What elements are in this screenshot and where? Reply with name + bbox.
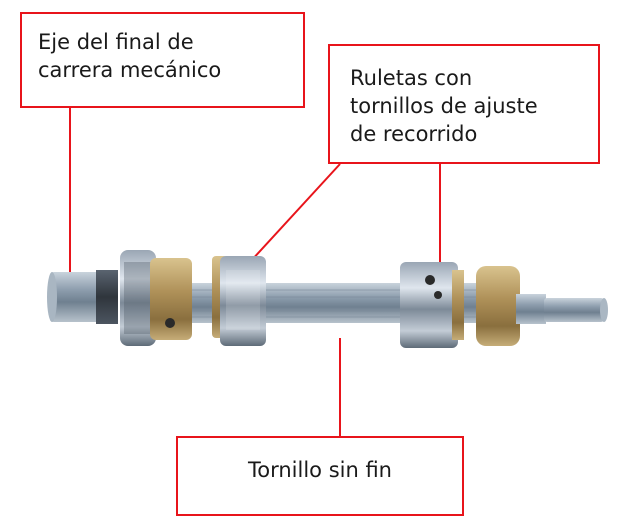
callout-ruletas: Ruletas con tornillos de ajuste de recor… — [328, 44, 600, 164]
callout-tornillo-sin-fin: Tornillo sin fin — [176, 436, 464, 516]
leader-ruletas-left — [249, 163, 341, 263]
callout-lines — [69, 108, 441, 436]
callout-ruletas-line-3: de recorrido — [350, 122, 478, 146]
callout-eje-final-carrera: Eje del final de carrera mecánico — [20, 12, 305, 108]
left-shaft-end — [47, 270, 118, 324]
callout-ruletas-line-1: Ruletas con — [350, 66, 473, 90]
left-wheel — [120, 250, 192, 346]
callout-eje-line-2: carrera mecánico — [38, 58, 222, 82]
callout-tornillo-text: Tornillo sin fin — [247, 458, 392, 482]
ruleta-right — [400, 262, 464, 348]
right-wheel — [476, 266, 520, 346]
callout-ruletas-line-2: tornillos de ajuste — [350, 94, 538, 118]
right-shaft-end — [516, 294, 608, 324]
callout-eje-line-1: Eje del final de — [38, 30, 194, 54]
ruleta-left — [212, 256, 266, 346]
